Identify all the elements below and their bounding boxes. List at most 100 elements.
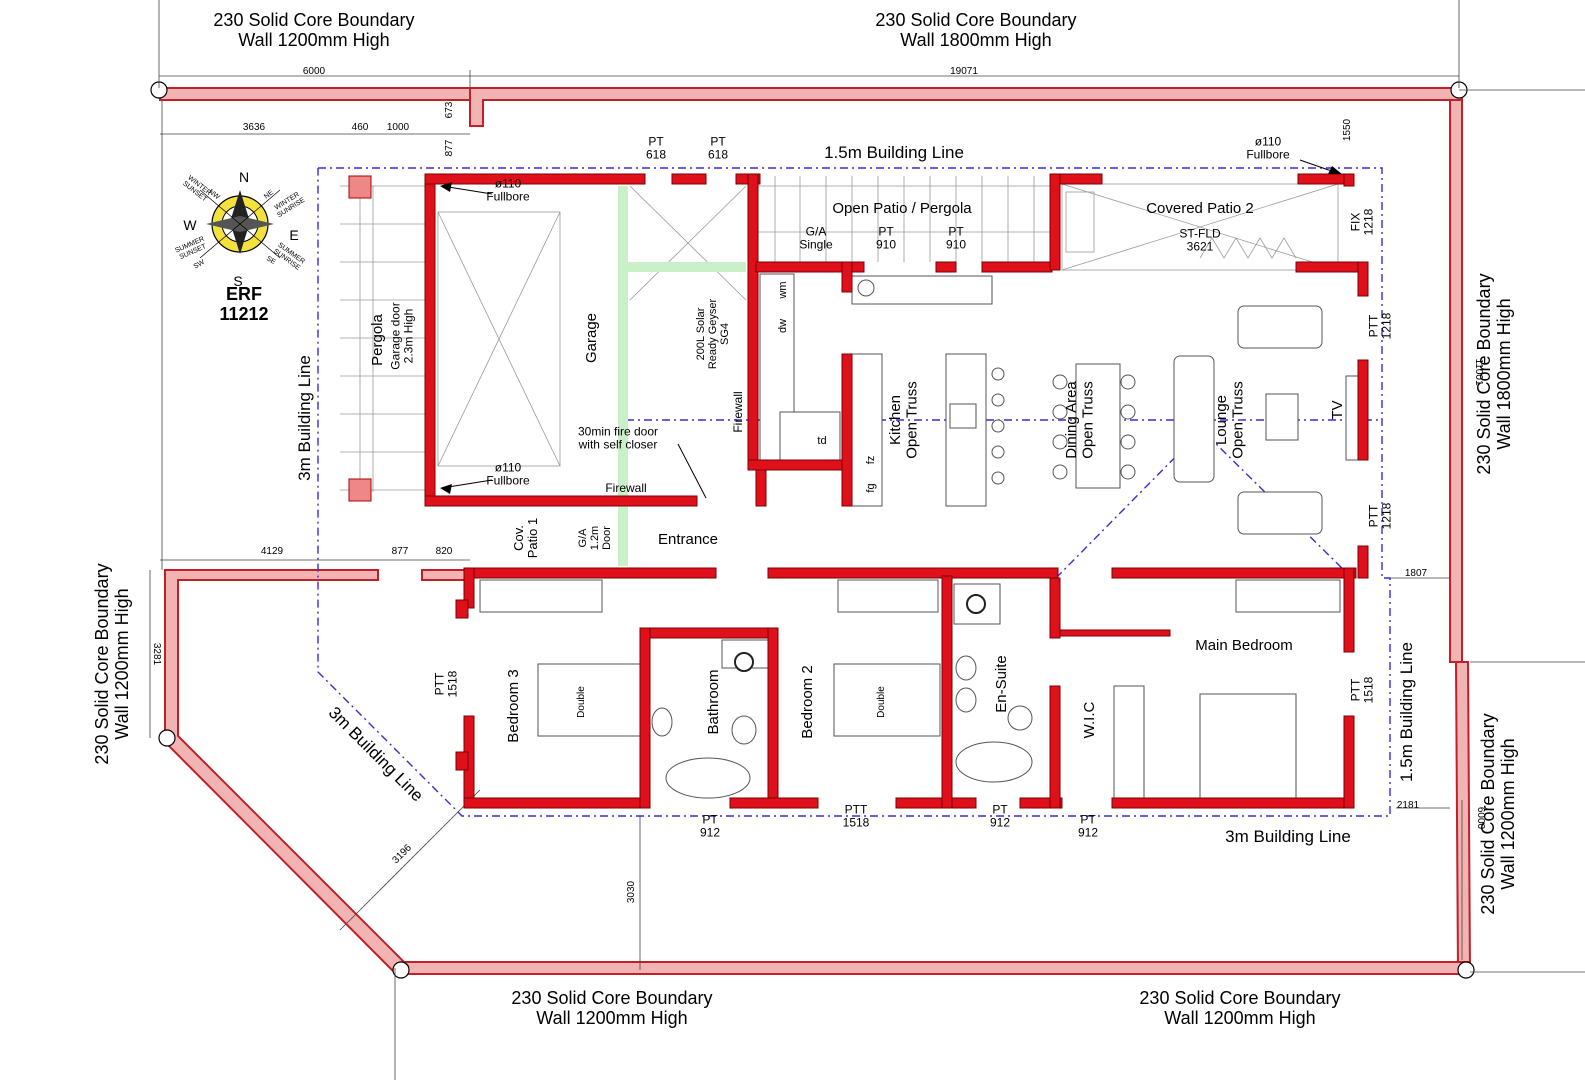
dim-6000-top: 6000 bbox=[303, 66, 326, 77]
bedroom-furniture bbox=[479, 579, 1341, 801]
garage-structure bbox=[437, 185, 747, 566]
compass-summer-sunset: SUMMERSUNSET bbox=[174, 236, 208, 262]
covered-patio-outline bbox=[1061, 183, 1339, 271]
window-ptt-1218-a: PTT1218 bbox=[1366, 312, 1393, 339]
dim-3030: 3030 bbox=[626, 880, 637, 903]
bed-double-2: Double bbox=[876, 686, 887, 718]
boundary-wall-right-lower bbox=[1454, 661, 1472, 973]
bed-double-3: Double bbox=[576, 686, 587, 718]
boundary-wall-right-upper bbox=[1449, 99, 1463, 663]
window-fix-1218: FIX1218 bbox=[1348, 208, 1375, 235]
bathroom-fixtures bbox=[651, 583, 1033, 799]
room-cov-patio-1: Cov.Patio 1 bbox=[511, 518, 540, 558]
tv-label: TV bbox=[1329, 400, 1346, 419]
dim-4129: 4129 bbox=[261, 546, 284, 557]
building-line-bottom: 3m Building Line bbox=[1225, 827, 1351, 846]
compass-winter-sunset: WINTERSUNSET bbox=[181, 174, 213, 204]
room-pergola: Pergola bbox=[369, 313, 386, 365]
boundary-label-right-upper: 230 Solid Core BoundaryWall 1800mm High bbox=[1474, 273, 1514, 474]
building-line-diagonal: 3m Building Line bbox=[325, 703, 427, 805]
compass-s: S bbox=[233, 273, 242, 289]
kitchen-furniture bbox=[759, 273, 1005, 507]
dim-3281: 3281 bbox=[151, 643, 162, 666]
lounge-furniture bbox=[1173, 305, 1359, 535]
dim-19071: 19071 bbox=[950, 66, 978, 77]
compass-rose bbox=[199, 189, 281, 259]
building-line-left: 3m Building Line bbox=[295, 355, 314, 481]
room-bedroom-2: Bedroom 2 bbox=[799, 665, 816, 738]
room-en-suite: En-Suite bbox=[993, 655, 1010, 713]
boundary-wall-left-stub bbox=[421, 569, 469, 581]
compass-sw: SW bbox=[193, 259, 207, 271]
room-dining: Dining AreaOpen Truss bbox=[1063, 381, 1097, 459]
room-entrance: Entrance bbox=[658, 531, 718, 548]
boundary-walls bbox=[150, 81, 1475, 979]
room-lounge: LoungeOpen Truss bbox=[1213, 381, 1247, 459]
appliance-wm: wm bbox=[777, 281, 789, 299]
dim-820: 820 bbox=[436, 546, 453, 557]
boundary-wall-top-left bbox=[159, 87, 471, 101]
compass-ne: NE bbox=[263, 189, 275, 201]
appliance-fz: fz bbox=[865, 456, 877, 465]
site-lines bbox=[149, 0, 1585, 1080]
garage-door-label: Garage door2.3m High bbox=[388, 302, 415, 369]
window-ptt-1218-b: PTT1218 bbox=[1366, 502, 1393, 529]
boundary-wall-top-right bbox=[469, 87, 1463, 127]
compass-e: E bbox=[289, 227, 298, 243]
dim-460: 460 bbox=[352, 122, 369, 133]
building-line-top: 1.5m Building Line bbox=[824, 143, 964, 162]
boundary-label-left: 230 Solid Core BoundaryWall 1200mm High bbox=[92, 563, 132, 764]
dim-3196: 3196 bbox=[390, 842, 414, 866]
fullbore-arrows bbox=[440, 159, 1342, 499]
room-main-bedroom: Main Bedroom bbox=[1195, 637, 1293, 654]
building-line-right: 1.5m Building Line bbox=[1397, 642, 1416, 782]
compass-n: N bbox=[239, 169, 249, 185]
room-wic: W.I.C bbox=[1081, 702, 1098, 739]
dim-673: 673 bbox=[444, 101, 455, 118]
compass-winter-sunrise: WINTERSUNRISE bbox=[272, 190, 306, 219]
appliance-dw: dw bbox=[777, 319, 789, 333]
open-patio-grid bbox=[758, 176, 1050, 262]
room-open-patio: Open Patio / Pergola bbox=[832, 200, 972, 217]
compass-summer-sunrise: SUMMERSUNRISE bbox=[272, 242, 306, 272]
window-ptt-1518-main: PTT1518 bbox=[1348, 676, 1375, 703]
boundary-wall-bottom bbox=[399, 961, 1471, 975]
boundary-label-right-lower: 230 Solid Core BoundaryWall 1200mm High bbox=[1478, 713, 1518, 914]
dim-877-left: 877 bbox=[392, 546, 409, 557]
room-covered-patio-2: Covered Patio 2 bbox=[1146, 200, 1254, 217]
dim-1000: 1000 bbox=[387, 122, 410, 133]
house-walls bbox=[424, 173, 1369, 809]
firewall-vertical: Firewall bbox=[731, 391, 745, 432]
dim-6000-right: 6000 bbox=[1475, 807, 1486, 830]
dim-1550: 1550 bbox=[1342, 118, 1353, 141]
room-garage: Garage bbox=[583, 313, 600, 363]
dim-11001: 11001 bbox=[1473, 358, 1484, 386]
room-kitchen: KitchenOpen Truss bbox=[887, 381, 921, 459]
dim-877-top: 877 bbox=[444, 139, 455, 156]
compass-w: W bbox=[183, 217, 197, 233]
dim-2181: 2181 bbox=[1397, 800, 1420, 811]
geyser-label: 200L SolarReady GeyserSG4 bbox=[695, 299, 731, 370]
firewall-horizontal: Firewall bbox=[605, 481, 646, 495]
compass-se: SE bbox=[265, 255, 277, 266]
window-ptt-1518-bed3: PTT1518 bbox=[432, 670, 459, 697]
appliance-fg: fg bbox=[865, 483, 877, 492]
